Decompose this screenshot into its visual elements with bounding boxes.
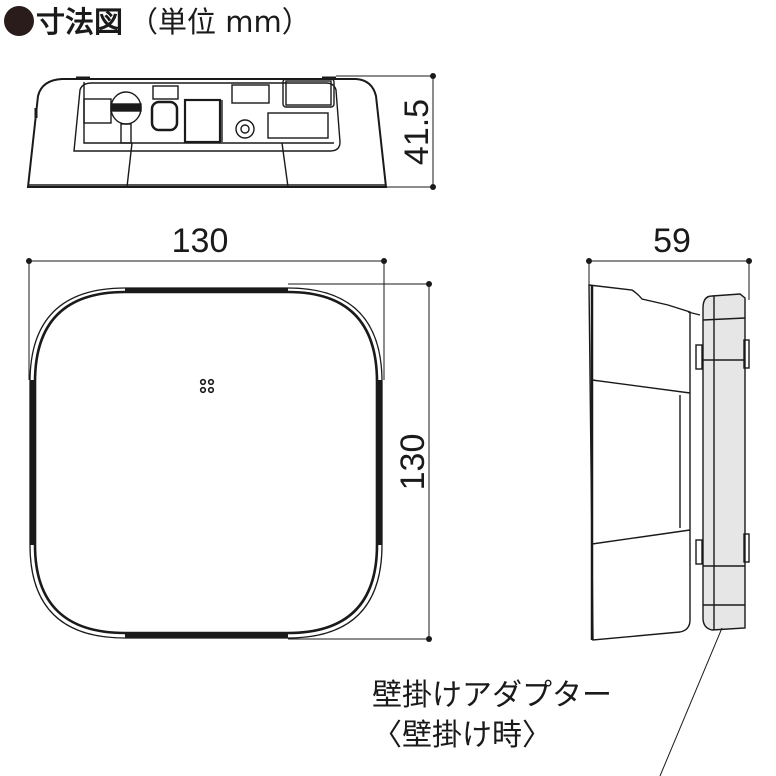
unit-text: （単位 mm） xyxy=(129,5,311,39)
dimension-130-width: 130 xyxy=(172,222,229,260)
dimension-59: 59 xyxy=(653,222,691,260)
title-text: 寸法図 xyxy=(36,5,124,39)
dimension-41-5: 41.5 xyxy=(398,99,436,165)
front-view xyxy=(29,287,383,639)
dimension-line-130-width xyxy=(28,260,385,380)
top-view xyxy=(26,76,388,188)
callout-line-1: 壁掛けアダプター xyxy=(372,678,612,713)
dimension-line-130-height xyxy=(288,283,430,640)
dimension-130-height: 130 xyxy=(394,434,432,491)
callout-leader-line xyxy=(659,627,723,776)
page-title: 寸法図（単位 mm） xyxy=(4,2,311,42)
callout-line-2: 〈壁掛け時〉 xyxy=(372,718,552,753)
bullet-icon xyxy=(4,6,34,36)
dimension-line-59 xyxy=(588,260,750,300)
dimension-line-41-5 xyxy=(336,75,434,188)
side-view xyxy=(588,284,750,641)
wall-adapter-callout: 壁掛けアダプター 〈壁掛け時〉 xyxy=(372,676,612,756)
